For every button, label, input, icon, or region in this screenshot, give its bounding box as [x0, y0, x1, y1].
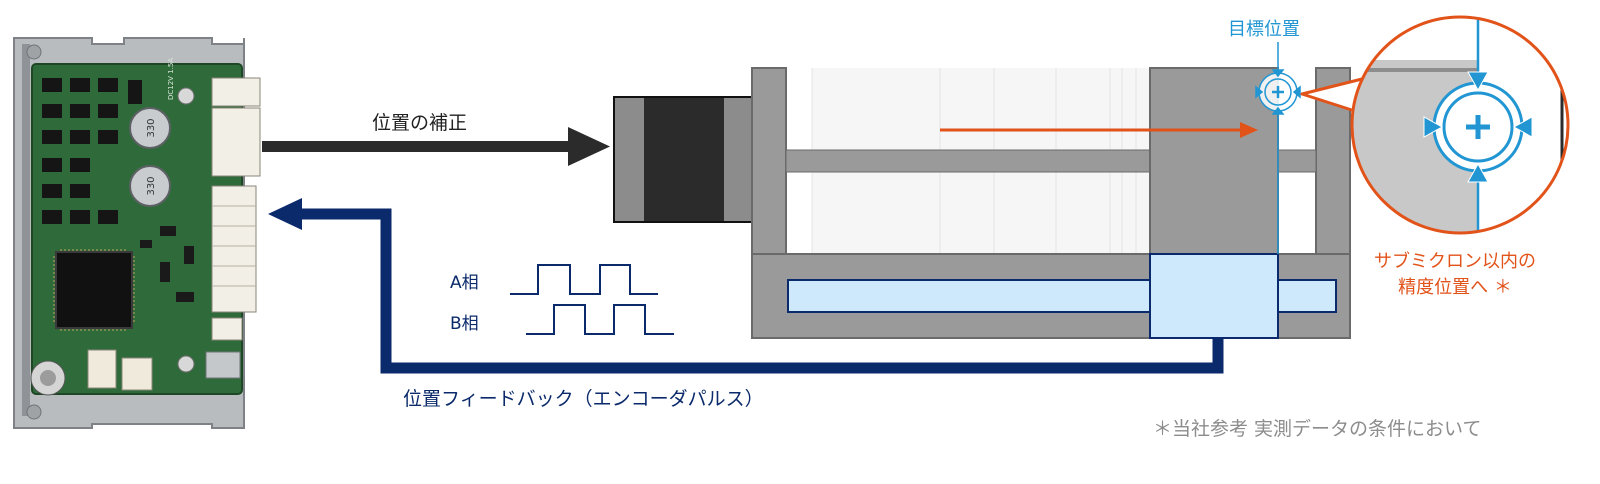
precision-label: サブミクロン以内の 精度位置へ ＊ — [1374, 249, 1536, 301]
phase-a-label: A相 — [450, 273, 479, 293]
board-vendor-marking: DC12V 1.5A — [167, 58, 175, 100]
precision-label-line1: サブミクロン以内の — [1374, 251, 1536, 272]
precision-label-line2: 精度位置へ ＊ — [1398, 277, 1512, 299]
feedback-arrow — [268, 198, 1224, 374]
encoder-pulses — [510, 264, 674, 335]
feedback-label: 位置フィードバック（エンコーダパルス） — [403, 388, 764, 410]
footnote: ＊当社参考 実測データの条件において — [1153, 418, 1482, 440]
controller-board: 330 330 DC12V 1.5A — [13, 37, 261, 429]
correction-arrow — [262, 127, 610, 166]
phase-b-label: B相 — [450, 314, 479, 334]
phase-b-wave — [526, 304, 674, 335]
correction-label: 位置の補正 — [372, 112, 468, 134]
crosshair-target-icon — [1255, 69, 1301, 115]
capacitor-label-bottom: 330 — [146, 176, 157, 195]
target-position-label: 目標位置 — [1228, 19, 1300, 40]
linear-stage — [751, 42, 1351, 339]
capacitor-label-top: 330 — [146, 118, 157, 137]
stepper-motor — [613, 96, 755, 223]
phase-a-wave — [510, 264, 658, 295]
